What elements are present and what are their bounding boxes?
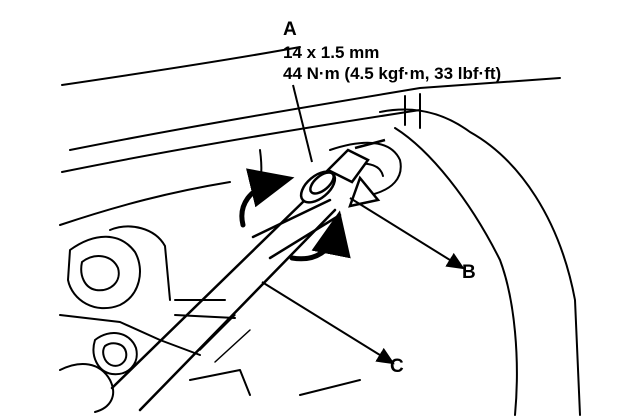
callout-c-letter: C bbox=[390, 356, 404, 377]
leader-c bbox=[261, 281, 395, 365]
extension-bar bbox=[110, 198, 342, 412]
callout-a-letter: A bbox=[283, 19, 297, 40]
engine-background bbox=[59, 46, 581, 416]
callout-a-torque-spec: 44 N·m (4.5 kgf·m, 33 lbf·ft) bbox=[283, 64, 502, 83]
leader-a bbox=[292, 84, 313, 163]
rotation-arrows bbox=[239, 168, 351, 262]
socket-and-bolt bbox=[299, 138, 386, 208]
leader-lines bbox=[261, 84, 465, 365]
leader-b bbox=[349, 197, 465, 270]
callout-b-letter: B bbox=[462, 262, 476, 283]
callout-a-bolt-size: 14 x 1.5 mm bbox=[283, 43, 380, 62]
